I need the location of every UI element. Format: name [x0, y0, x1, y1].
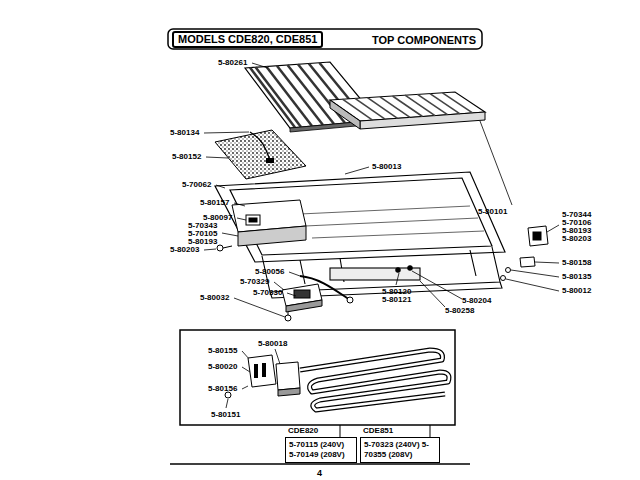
- part-number-box: CDE8205-70115 (240V) 5-70149 (208V): [285, 437, 357, 463]
- cooktop-tub: [262, 247, 502, 298]
- callout-number: 5-70329: [240, 277, 269, 287]
- callout-number: 5-80013: [372, 162, 401, 172]
- grill-plate: [330, 92, 485, 129]
- callout-number: 5-80151: [211, 410, 240, 420]
- callout-number: 5-80018: [258, 339, 287, 349]
- callout-number: 5-80032: [200, 293, 229, 303]
- callout-number: 5-80157: [200, 198, 229, 208]
- callout-number: 5-80012: [562, 286, 591, 296]
- model-heading: CDE820: [288, 426, 318, 436]
- element-inset: [180, 330, 455, 425]
- callout-number: 5-80056: [255, 267, 284, 277]
- control-box: [217, 200, 306, 251]
- footer-rule: [170, 463, 470, 465]
- page-number: 4: [317, 467, 322, 479]
- part-numbers: 5-70115 (240V) 5-70149 (208V): [286, 438, 356, 462]
- diagram-title: MODELS CDE820, CDE851: [172, 31, 323, 48]
- callout-number: 5-80156: [208, 384, 237, 394]
- header-frame: [168, 29, 482, 49]
- callout-number: 5-80134: [170, 128, 199, 138]
- callout-number: 5-80261: [218, 58, 247, 68]
- probe-assembly: [282, 276, 353, 321]
- callout-number: 5-80155: [208, 346, 237, 356]
- callout-number: 5-80121: [382, 295, 411, 305]
- callout-number: 5-80203: [562, 234, 591, 244]
- callout-number: 5-70062: [182, 180, 211, 190]
- grate: [245, 62, 378, 132]
- section-heading: TOP COMPONENTS: [372, 33, 476, 47]
- model-heading: CDE851: [363, 426, 393, 436]
- callout-number: 5-80158: [562, 258, 591, 268]
- callout-number: 5-80101: [478, 207, 507, 217]
- callout-number: 5-80152: [172, 152, 201, 162]
- part-number-box: CDE8515-70323 (240V) 5-70355 (208V): [360, 437, 440, 463]
- bracket-lines: [340, 425, 430, 437]
- heating-pad: [215, 130, 306, 179]
- callout-number: 5-80203: [170, 245, 199, 255]
- part-numbers: 5-70323 (240V) 5-70355 (208V): [361, 438, 439, 462]
- callout-number: 5-80204: [462, 296, 491, 306]
- callout-number: 5-70330: [253, 288, 282, 298]
- top-frame: [215, 172, 505, 262]
- callout-number: 5-80258: [445, 306, 474, 316]
- callout-number: 5-80135: [562, 272, 591, 282]
- callout-number: 5-80020: [208, 362, 237, 372]
